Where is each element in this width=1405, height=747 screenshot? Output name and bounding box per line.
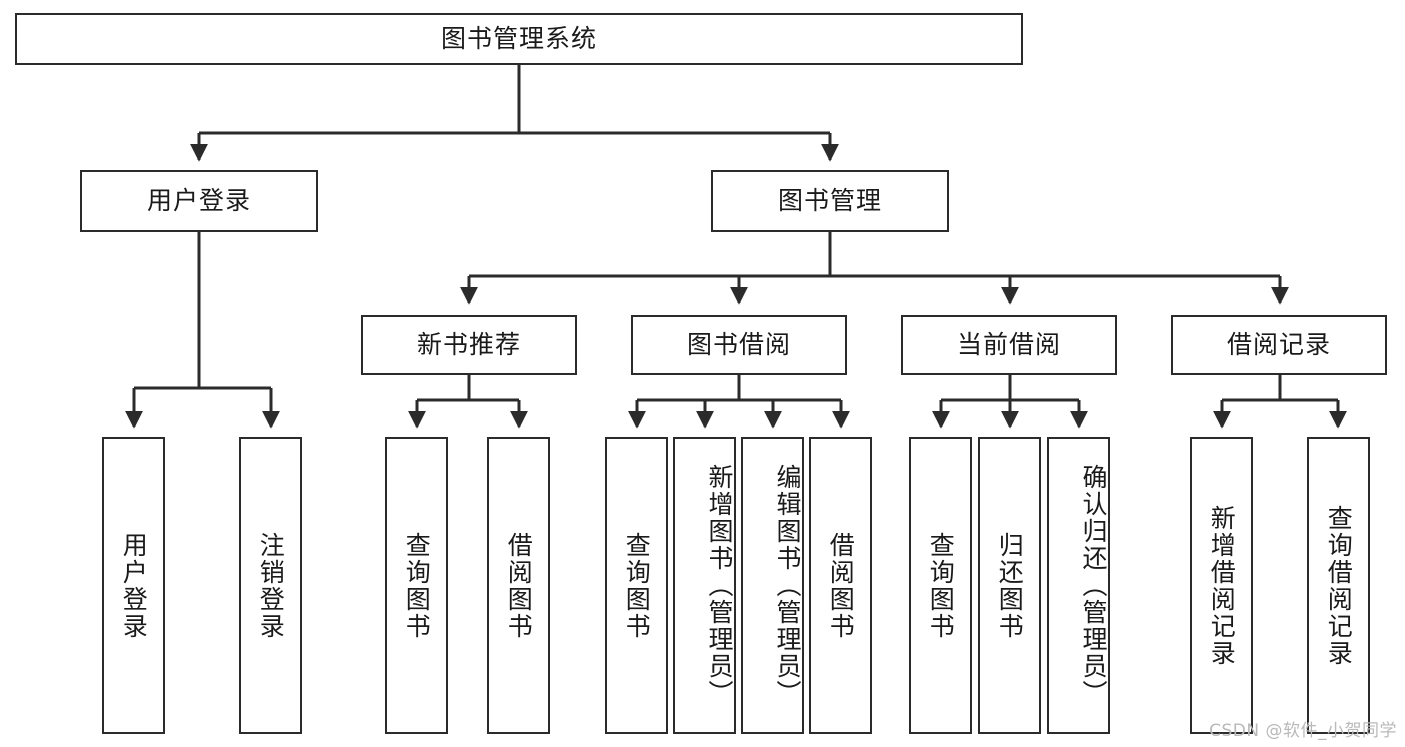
node-book-management[interactable]: 图书管理 [711, 170, 949, 232]
node-label: 注销登录 [256, 531, 286, 640]
node-root-book-management-system[interactable]: 图书管理系统 [15, 13, 1023, 65]
node-label: 图书管理系统 [440, 24, 597, 54]
node-label: 借阅记录 [1226, 330, 1331, 360]
leaf-query-book-recommend[interactable]: 查询图书 [385, 437, 448, 734]
leaf-logout-login[interactable]: 注销登录 [239, 437, 302, 734]
leaf-edit-book-admin[interactable]: 编辑图书（管理员） [741, 437, 804, 734]
node-label: 用户登录 [119, 531, 149, 640]
node-borrow-record[interactable]: 借阅记录 [1171, 315, 1387, 375]
leaf-add-book-admin[interactable]: 新增图书（管理员） [673, 437, 736, 734]
leaf-query-borrow-record[interactable]: 查询借阅记录 [1307, 437, 1370, 734]
leaf-query-book-current[interactable]: 查询图书 [909, 437, 972, 734]
node-user-login[interactable]: 用户登录 [80, 170, 318, 232]
node-new-book-recommend[interactable]: 新书推荐 [361, 315, 577, 375]
node-label: 图书借阅 [686, 330, 791, 360]
node-label: 新增借阅记录 [1207, 504, 1237, 667]
csdn-watermark: CSDN @软件_小贺同学 [1209, 721, 1397, 741]
node-current-borrow[interactable]: 当前借阅 [901, 315, 1117, 375]
node-label: 新书推荐 [416, 330, 521, 360]
node-label: 查询图书 [622, 531, 652, 640]
node-label: 新增图书（管理员） [705, 464, 734, 707]
node-label: 归还图书 [995, 531, 1025, 640]
node-label: 图书管理 [777, 186, 882, 216]
node-label: 编辑图书（管理员） [773, 464, 802, 707]
leaf-confirm-return-admin[interactable]: 确认归还（管理员） [1047, 437, 1110, 734]
leaf-add-borrow-record[interactable]: 新增借阅记录 [1190, 437, 1253, 734]
leaf-query-book-borrow[interactable]: 查询图书 [605, 437, 668, 734]
leaf-borrow-book[interactable]: 借阅图书 [809, 437, 872, 734]
node-label: 查询图书 [926, 531, 956, 640]
node-label: 当前借阅 [956, 330, 1061, 360]
leaf-user-login[interactable]: 用户登录 [102, 437, 165, 734]
node-label: 借阅图书 [504, 531, 534, 640]
node-label: 查询借阅记录 [1324, 504, 1354, 667]
node-label: 用户登录 [146, 186, 251, 216]
leaf-return-book[interactable]: 归还图书 [978, 437, 1041, 734]
node-label: 确认归还（管理员） [1079, 464, 1108, 707]
node-label: 查询图书 [402, 531, 432, 640]
leaf-borrow-book-recommend[interactable]: 借阅图书 [487, 437, 550, 734]
node-label: 借阅图书 [826, 531, 856, 640]
node-book-borrow[interactable]: 图书借阅 [631, 315, 847, 375]
